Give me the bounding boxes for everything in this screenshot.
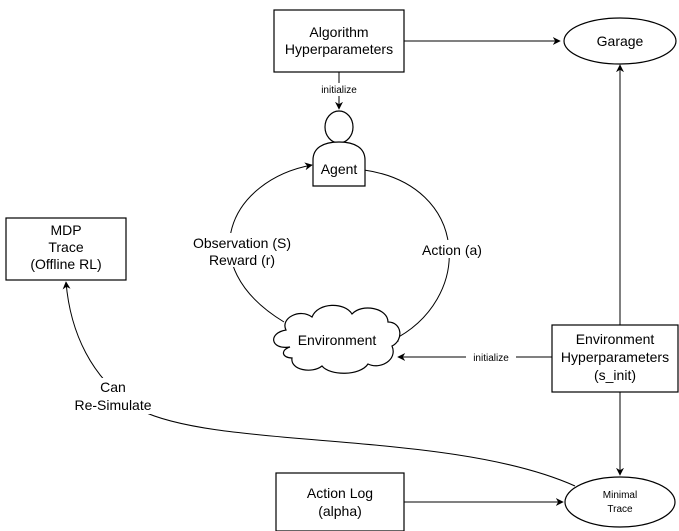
node-garage: Garage [563, 17, 677, 65]
svg-text:initialize: initialize [321, 85, 357, 96]
svg-text:Agent: Agent [321, 161, 358, 177]
label-action: Action (a) [415, 240, 490, 258]
node-action-log: Action Log (alpha) [275, 472, 405, 531]
svg-text:(alpha): (alpha) [318, 503, 362, 519]
svg-text:(Offline RL): (Offline RL) [30, 256, 101, 272]
node-agent: Agent [312, 110, 366, 187]
svg-text:Reward (r): Reward (r) [209, 252, 275, 268]
svg-text:Trace: Trace [48, 239, 83, 255]
environment-cloud-icon [273, 304, 401, 374]
svg-text:Environment: Environment [298, 332, 377, 348]
label-initialize-env: initialize [466, 351, 516, 364]
svg-text:Trace: Trace [607, 504, 633, 515]
svg-text:Hyperparameters: Hyperparameters [285, 41, 393, 57]
label-initialize-agent: initialize [313, 83, 365, 96]
svg-text:Action Log: Action Log [307, 485, 373, 501]
agent-body-icon [312, 141, 366, 187]
svg-text:Hyperparameters: Hyperparameters [561, 349, 669, 365]
svg-text:initialize: initialize [473, 353, 509, 364]
label-observation-reward: Observation (S) Reward (r) [184, 233, 300, 268]
node-environment: Environment [273, 304, 401, 374]
svg-text:Can: Can [100, 379, 126, 395]
svg-text:Observation (S): Observation (S) [193, 235, 291, 251]
svg-text:Minimal: Minimal [603, 490, 637, 501]
agent-head-icon [324, 110, 354, 144]
node-algorithm-hyperparameters: Algorithm Hyperparameters [273, 9, 405, 73]
svg-text:Algorithm: Algorithm [309, 24, 368, 40]
svg-text:Garage: Garage [597, 33, 644, 49]
svg-text:Action (a): Action (a) [422, 242, 482, 258]
svg-text:Environment: Environment [576, 331, 655, 347]
node-minimal-trace: Minimal Trace [564, 476, 676, 528]
edge-environment-to-agent [229, 162, 313, 323]
svg-text:MDP: MDP [50, 222, 81, 238]
svg-text:Re-Simulate: Re-Simulate [74, 397, 151, 413]
edge-minimal-trace-to-mdp-trace [62, 281, 576, 487]
svg-text:(s_init): (s_init) [594, 367, 636, 383]
node-environment-hyperparameters: Environment Hyperparameters (s_init) [551, 324, 679, 393]
node-mdp-trace: MDP Trace (Offline RL) [5, 217, 127, 281]
label-can-re-simulate: Can Re-Simulate [60, 378, 170, 414]
